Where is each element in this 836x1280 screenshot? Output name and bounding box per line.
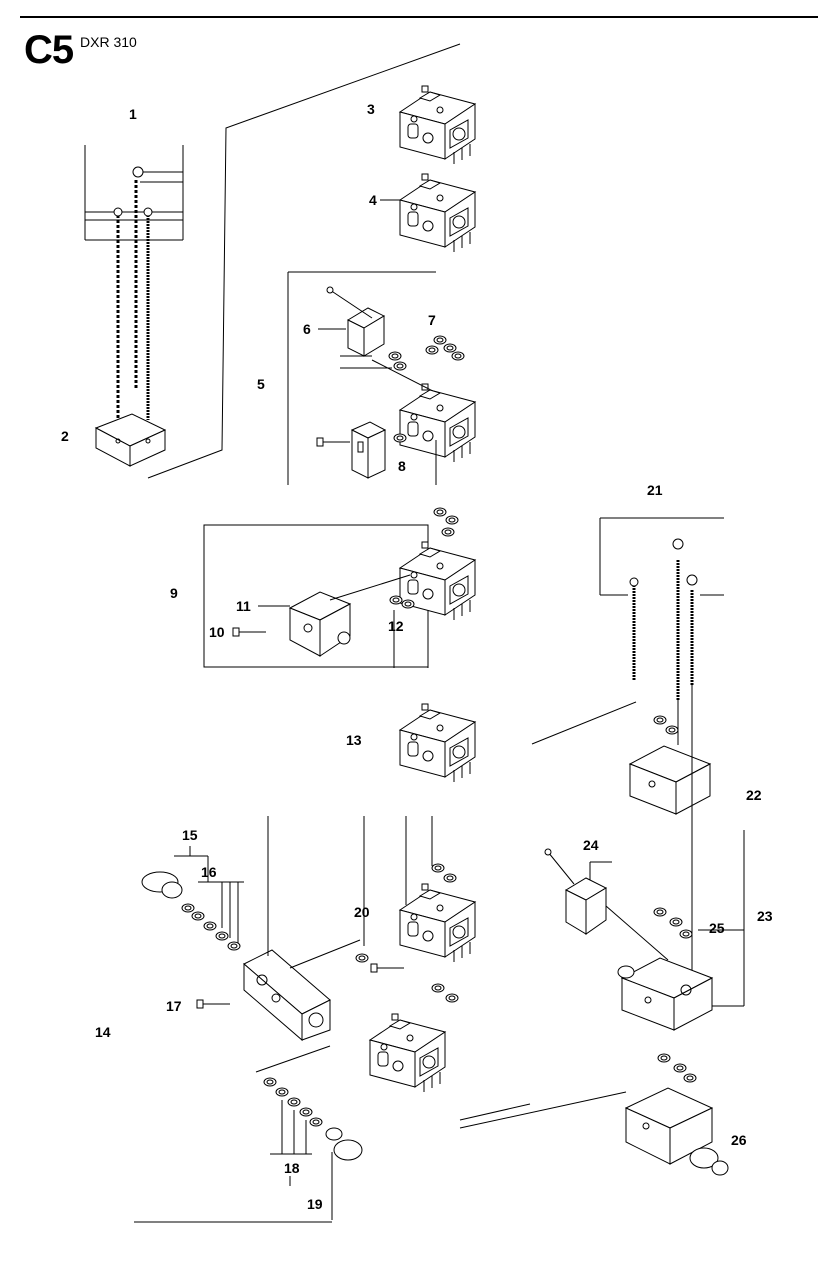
- model-name: DXR 310: [80, 34, 137, 50]
- callout-3: 3: [367, 101, 375, 117]
- callout-19: 19: [307, 1196, 323, 1212]
- callout-13: 13: [346, 732, 362, 748]
- callout-6: 6: [303, 321, 311, 337]
- callout-2: 2: [61, 428, 69, 444]
- section-code: C5: [24, 28, 74, 72]
- callout-1: 1: [129, 106, 137, 122]
- callout-22: 22: [746, 787, 762, 803]
- group-5: [287, 271, 476, 485]
- callout-7: 7: [428, 312, 436, 328]
- tie-rod-assembly: [84, 43, 461, 479]
- group-23-26: [459, 830, 745, 1176]
- callout-9: 9: [170, 585, 178, 601]
- callout-26: 26: [731, 1132, 747, 1148]
- callout-20: 20: [354, 904, 370, 920]
- callout-25: 25: [709, 920, 725, 936]
- callout-24: 24: [583, 837, 599, 853]
- callout-18: 18: [284, 1160, 300, 1176]
- callout-12: 12: [388, 618, 404, 634]
- callout-4: 4: [369, 192, 377, 208]
- callout-14: 14: [95, 1024, 111, 1040]
- callout-21: 21: [647, 482, 663, 498]
- group-9: [203, 507, 476, 668]
- callout-10: 10: [209, 624, 225, 640]
- callout-11: 11: [236, 598, 251, 614]
- group-21-22: [599, 517, 724, 1000]
- callout-16: 16: [201, 864, 217, 880]
- callout-15: 15: [182, 827, 198, 843]
- callout-23: 23: [757, 908, 773, 924]
- group-14-20: [134, 816, 531, 1223]
- callout-5: 5: [257, 376, 265, 392]
- callout-17: 17: [166, 998, 182, 1014]
- callout-8: 8: [398, 458, 406, 474]
